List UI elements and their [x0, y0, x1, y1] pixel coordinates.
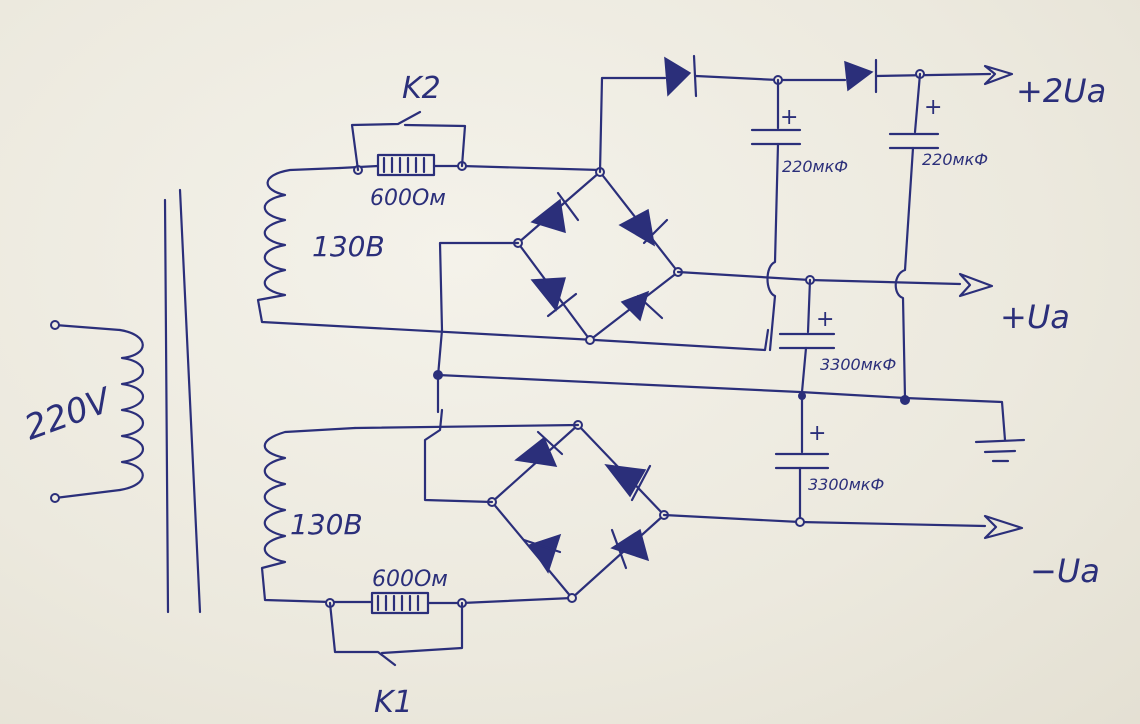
- transformer-core: [163, 198, 170, 614]
- primary-winding: [118, 328, 144, 492]
- cap-220-left-label: 220мкФ: [782, 157, 848, 176]
- relay-contact-k1: [328, 601, 464, 667]
- resistor-bottom: [370, 591, 430, 615]
- plus-rail: [676, 270, 994, 405]
- relay-bottom-label: K1: [374, 685, 413, 720]
- transformer: [50, 166, 597, 614]
- mains-voltage-label: 220V: [19, 380, 118, 449]
- diode: [514, 436, 558, 467]
- cap-polarity: +: [816, 307, 834, 332]
- top-winding-label: 130В: [312, 230, 385, 263]
- bottom-winding-label: 130В: [290, 508, 363, 541]
- cap-polarity: +: [780, 105, 798, 130]
- output-plus-label: +Ua: [1000, 298, 1070, 336]
- bridge-rectifier-top: [438, 167, 683, 345]
- diode: [610, 528, 650, 562]
- diode: [530, 198, 566, 234]
- output-arrow-double: [983, 64, 1014, 86]
- primary-terminal-top: [50, 320, 60, 330]
- cap-polarity: +: [924, 95, 942, 120]
- cap-220-right-label: 220мкФ: [922, 150, 988, 169]
- diode: [844, 60, 874, 92]
- relay-top-label: K2: [402, 71, 441, 106]
- capacitor-220-right: [888, 132, 940, 150]
- bottom-resistor-group: [325, 591, 574, 667]
- center-tap-wiring: [353, 328, 1007, 442]
- secondary-winding-top: [256, 166, 597, 342]
- bridge-rectifier-bottom: [423, 408, 669, 603]
- diode: [530, 277, 567, 312]
- primary-terminal-bottom: [50, 493, 60, 503]
- ground-symbol: [974, 438, 1026, 463]
- output-minus-label: −Ua: [1030, 552, 1100, 590]
- cap-3300-bottom-label: 3300мкФ: [808, 475, 884, 494]
- resistor-bottom-label: 600Ом: [372, 567, 448, 592]
- capacitor-3300-bottom: [774, 452, 830, 470]
- cap-3300-top-label: 3300мкФ: [820, 355, 896, 374]
- diode: [604, 464, 647, 498]
- top-resistor-group: [338, 110, 602, 177]
- secondary-winding-bottom: [260, 426, 357, 604]
- relay-contact-k2: [350, 110, 467, 172]
- capacitor-3300-top: [778, 332, 836, 350]
- output-arrow-minus: [983, 514, 1024, 540]
- output-arrow-plus: [958, 272, 994, 298]
- diode: [618, 208, 656, 247]
- minus-rail: [662, 394, 1024, 540]
- voltage-doubler: [598, 54, 1014, 400]
- diode: [664, 56, 692, 97]
- capacitor-220-left: [750, 128, 802, 146]
- resistor-top-label: 600Ом: [370, 186, 446, 211]
- output-double-label: +2Ua: [1016, 72, 1106, 110]
- cap-polarity: +: [808, 421, 826, 446]
- resistor-top: [376, 153, 436, 177]
- diode: [620, 290, 650, 322]
